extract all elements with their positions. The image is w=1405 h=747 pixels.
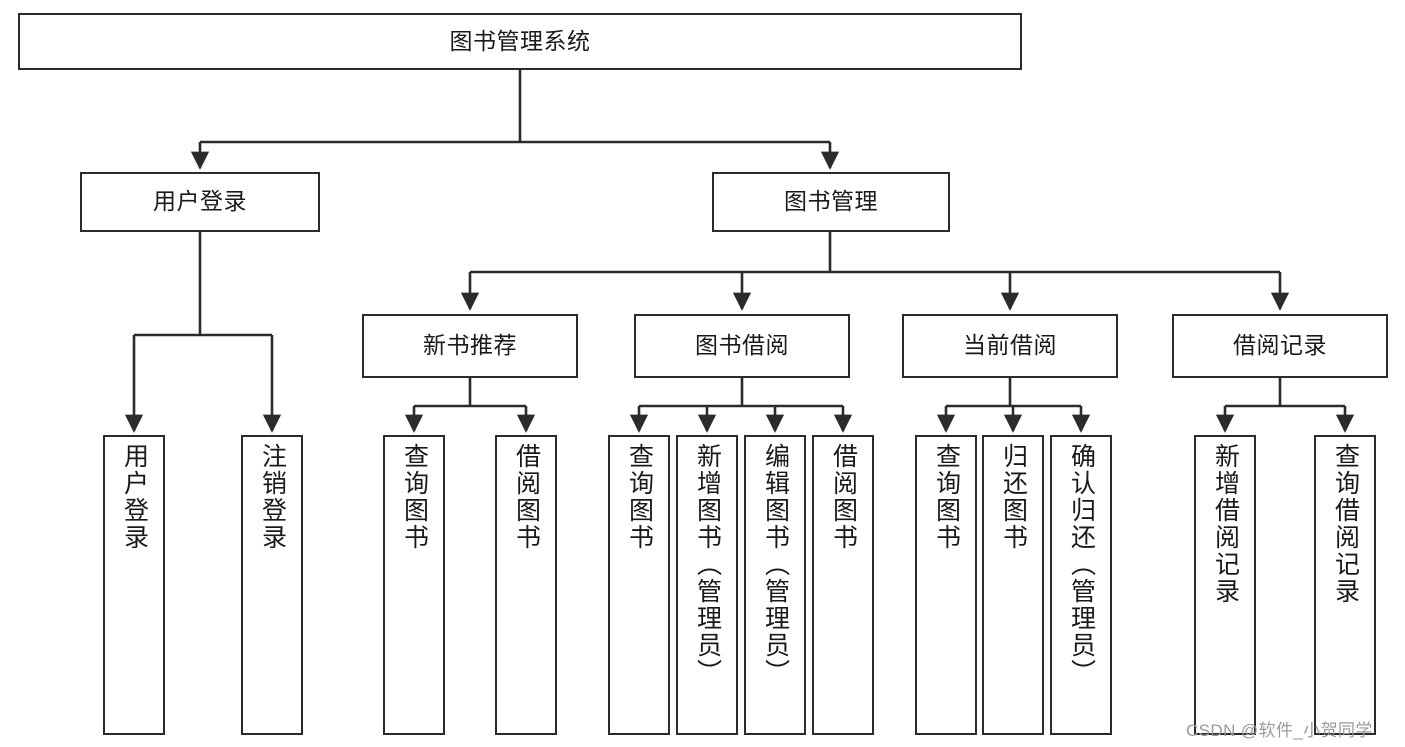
leaf-add-record-label: 新增借阅记录 [1211,443,1240,605]
node-borrow-record-label: 借阅记录 [1233,332,1327,359]
leaf-edit-book[interactable]: 编辑图书（管理员） [744,435,806,735]
node-root[interactable]: 图书管理系统 [18,13,1022,70]
leaf-confirm-return-label: 确认归还（管理员） [1067,443,1096,686]
leaf-confirm-return[interactable]: 确认归还（管理员） [1050,435,1112,735]
leaf-query-book-3[interactable]: 查询图书 [915,435,977,735]
node-book-management[interactable]: 图书管理 [712,172,950,232]
leaf-logout-label: 注销登录 [258,443,287,551]
leaf-query-book-3-label: 查询图书 [932,443,961,551]
leaf-query-book-2-label: 查询图书 [625,443,654,551]
leaf-user-login-label: 用户登录 [120,443,149,551]
csdn-watermark: CSDN @软件_小贺同学 [1186,721,1373,740]
leaf-query-book-1-label: 查询图书 [400,443,429,551]
leaf-query-book-1[interactable]: 查询图书 [383,435,445,735]
node-root-label: 图书管理系统 [449,27,591,54]
node-book-management-label: 图书管理 [784,188,878,215]
leaf-edit-book-label: 编辑图书（管理员） [761,443,790,686]
leaf-query-record-label: 查询借阅记录 [1331,443,1360,605]
leaf-return-book[interactable]: 归还图书 [982,435,1044,735]
leaf-query-book-2[interactable]: 查询图书 [608,435,670,735]
leaf-borrow-book-1[interactable]: 借阅图书 [495,435,557,735]
leaf-add-book-label: 新增图书（管理员） [693,443,722,686]
node-current-borrow-label: 当前借阅 [963,332,1057,359]
leaf-user-login[interactable]: 用户登录 [103,435,165,735]
leaf-borrow-book-2[interactable]: 借阅图书 [812,435,874,735]
leaf-borrow-book-1-label: 借阅图书 [512,443,541,551]
node-new-book-recommend-label: 新书推荐 [423,332,517,359]
node-user-login-label: 用户登录 [153,188,247,215]
leaf-return-book-label: 归还图书 [999,443,1028,551]
leaf-add-record[interactable]: 新增借阅记录 [1194,435,1256,735]
leaf-logout[interactable]: 注销登录 [241,435,303,735]
node-new-book-recommend[interactable]: 新书推荐 [362,314,578,378]
node-user-login[interactable]: 用户登录 [80,172,320,232]
node-current-borrow[interactable]: 当前借阅 [902,314,1118,378]
node-borrow-record[interactable]: 借阅记录 [1172,314,1388,378]
leaf-query-record[interactable]: 查询借阅记录 [1314,435,1376,735]
node-book-borrow-label: 图书借阅 [695,332,789,359]
leaf-add-book[interactable]: 新增图书（管理员） [676,435,738,735]
node-book-borrow[interactable]: 图书借阅 [634,314,850,378]
leaf-borrow-book-2-label: 借阅图书 [829,443,858,551]
